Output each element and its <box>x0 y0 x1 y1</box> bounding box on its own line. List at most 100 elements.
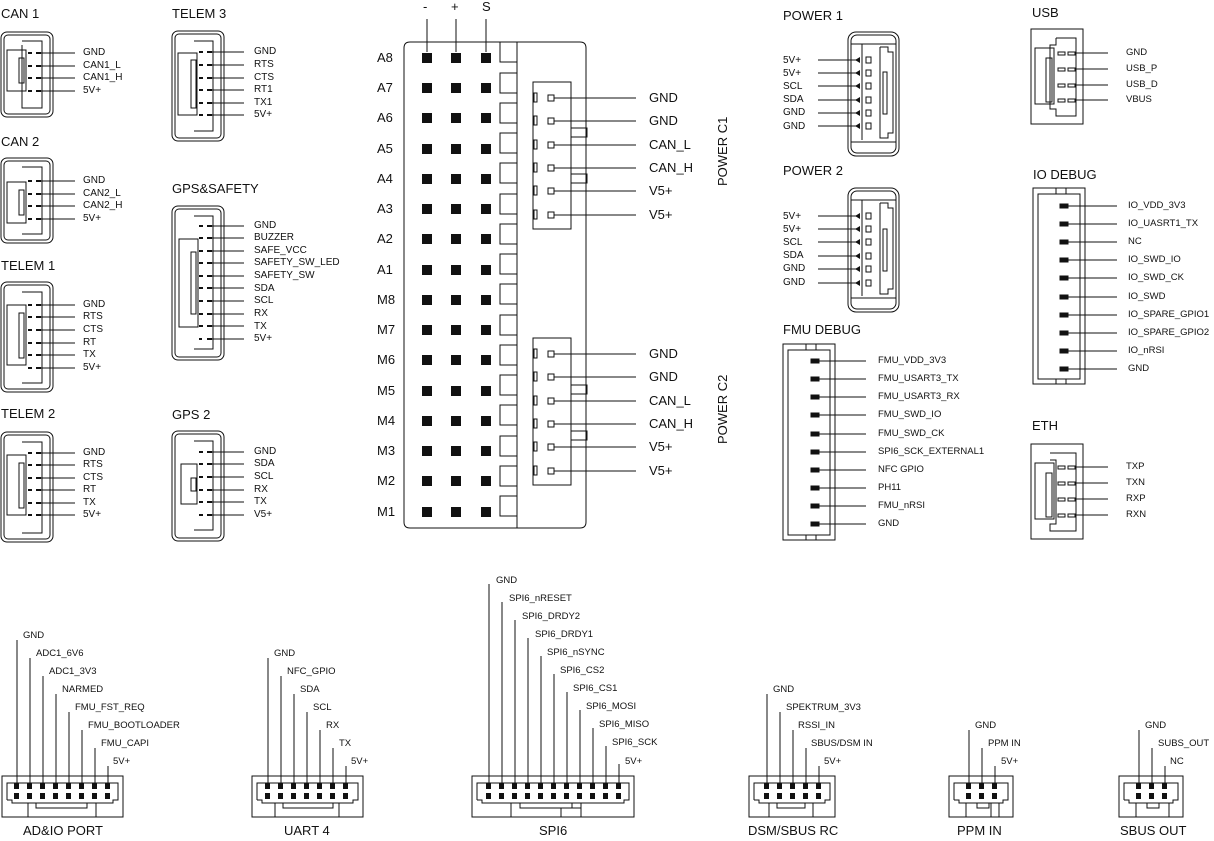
gps-safety-connector-body <box>172 206 244 360</box>
eth-pin-2: TXN <box>1126 477 1145 488</box>
adio-pin-3: ADC1_3V3 <box>49 666 97 677</box>
telem1-pin-6: 5V+ <box>83 362 102 373</box>
power-c2-pin-1: GND <box>649 346 678 361</box>
can2-pin-3: CAN2_H <box>83 200 123 211</box>
telem2-connector-body <box>1 432 75 542</box>
usb-pin-2: USB_P <box>1126 63 1158 74</box>
gps2-pin-4: RX <box>254 484 268 495</box>
power-c1-pin-4: CAN_H <box>649 160 694 175</box>
spi6-pin-9: SPI6_MISO <box>599 719 650 730</box>
telem1-pin-5: TX <box>83 349 96 360</box>
power-c1-pin-6: V5+ <box>649 207 673 222</box>
uart4-title: UART 4 <box>284 823 330 838</box>
ppm-in-title: PPM IN <box>957 823 1002 838</box>
dsm-sbus-pin-5: 5V+ <box>824 756 842 767</box>
telem3-title: TELEM 3 <box>172 6 227 21</box>
gps-safety-pin-1: GND <box>254 220 277 231</box>
dsm-sbus-pin-2: SPEKTRUM_3V3 <box>786 702 861 713</box>
io-debug-pin-3: NC <box>1128 236 1142 247</box>
telem2-pin-4: RT <box>83 484 97 495</box>
eth-pin-1: TXP <box>1126 461 1145 472</box>
gps-safety-pin-10: 5V+ <box>254 333 273 344</box>
power-c1-pin-1: GND <box>649 90 678 105</box>
servo-row-a8: A8 <box>377 50 393 65</box>
power1-pin-6: GND <box>783 121 806 132</box>
can2-pin-4: 5V+ <box>83 213 102 224</box>
can2-connector-body <box>1 158 75 243</box>
usb-pin-3: USB_D <box>1126 79 1158 90</box>
gps-safety-pin-8: RX <box>254 308 268 319</box>
usb-pin-1: GND <box>1126 47 1148 58</box>
power-c1-pin-2: GND <box>649 113 678 128</box>
servo-rail-body <box>404 19 586 528</box>
uart4-pin-7: 5V+ <box>351 756 369 767</box>
power-c2-pin-4: CAN_H <box>649 416 694 431</box>
io-debug-pin-2: IO_UASRT1_TX <box>1128 218 1199 229</box>
ppm-in-pin-1: GND <box>975 720 997 731</box>
fmu-debug-pin-8: PH11 <box>878 482 902 493</box>
adio-pin-8: 5V+ <box>113 756 131 767</box>
fmu-debug-connector-body <box>783 344 866 540</box>
spi6-connector-body <box>472 584 634 817</box>
spi6-pin-4: SPI6_DRDY1 <box>535 629 594 640</box>
io-debug-connector-body <box>1033 188 1117 384</box>
uart4-pin-6: TX <box>339 738 352 749</box>
gps-safety-pin-7: SCL <box>254 295 274 306</box>
adio-pin-2: ADC1_6V6 <box>36 648 84 659</box>
uart4-pin-1: GND <box>274 648 296 659</box>
spi6-pin-10: SPI6_SCK <box>612 737 658 748</box>
power-c1-connector-body <box>533 82 636 229</box>
servo-col-plus: + <box>451 0 459 14</box>
servo-row-m1: M1 <box>377 504 396 519</box>
io-debug-pin-6: IO_SWD <box>1128 291 1166 302</box>
power1-pin-1: 5V+ <box>783 55 802 66</box>
fmu-debug-pin-7: NFC GPIO <box>878 464 924 475</box>
power1-pin-2: 5V+ <box>783 68 802 79</box>
power2-pin-1: 5V+ <box>783 211 802 222</box>
power-c2-pin-5: V5+ <box>649 439 673 454</box>
can2-pin-2: CAN2_L <box>83 188 121 199</box>
fmu-debug-pin-4: FMU_SWD_IO <box>878 409 942 420</box>
fmu-debug-pin-6: SPI6_SCK_EXTERNAL1 <box>878 446 985 457</box>
spi6-title: SPI6 <box>539 823 568 838</box>
sbus-out-pin-3: NC <box>1170 756 1184 767</box>
ppm-in-connector-body <box>949 730 1013 817</box>
ppm-in-pin-3: 5V+ <box>1001 756 1019 767</box>
telem3-pin-1: GND <box>254 46 277 57</box>
io-debug-pin-4: IO_SWD_IO <box>1128 254 1181 265</box>
power1-pin-4: SDA <box>783 94 804 105</box>
power-c2-title: POWER C2 <box>715 374 730 444</box>
gps2-pin-5: TX <box>254 496 267 507</box>
eth-connector-body <box>1031 444 1108 539</box>
ppm-in-pin-2: PPM IN <box>988 738 1021 749</box>
adio-pin-1: GND <box>23 630 45 641</box>
servo-row-m2: M2 <box>377 473 396 488</box>
telem1-connector-body <box>1 282 75 392</box>
spi6-pin-8: SPI6_MOSI <box>586 701 637 712</box>
gps2-pin-6: V5+ <box>254 509 273 520</box>
uart4-pin-2: NFC_GPIO <box>287 666 336 677</box>
io-debug-pin-8: IO_SPARE_GPIO2 <box>1128 327 1210 338</box>
usb-title: USB <box>1032 5 1059 20</box>
can1-connector-body <box>1 32 75 117</box>
telem1-title: TELEM 1 <box>1 258 56 273</box>
telem3-connector-body <box>172 31 244 141</box>
adio-title: AD&IO PORT <box>23 823 103 838</box>
telem3-pin-3: CTS <box>254 72 274 83</box>
gps2-pin-2: SDA <box>254 458 275 469</box>
gps2-connector-body <box>172 431 244 541</box>
adio-pin-7: FMU_CAPI <box>101 738 150 749</box>
servo-row-m4: M4 <box>377 413 396 428</box>
spi6-pin-1: GND <box>496 575 518 586</box>
eth-pin-3: RXP <box>1126 493 1146 504</box>
power2-pin-5: GND <box>783 263 806 274</box>
servo-row-m6: M6 <box>377 352 396 367</box>
dsm-sbus-pin-3: RSSI_IN <box>798 720 835 731</box>
gps-safety-pin-3: SAFE_VCC <box>254 245 307 256</box>
spi6-pin-6: SPI6_CS2 <box>560 665 605 676</box>
servo-row-m8: M8 <box>377 292 396 307</box>
telem3-pin-4: RT1 <box>254 84 273 95</box>
can1-pin-2: CAN1_L <box>83 60 121 71</box>
adio-connector-body <box>2 640 123 817</box>
